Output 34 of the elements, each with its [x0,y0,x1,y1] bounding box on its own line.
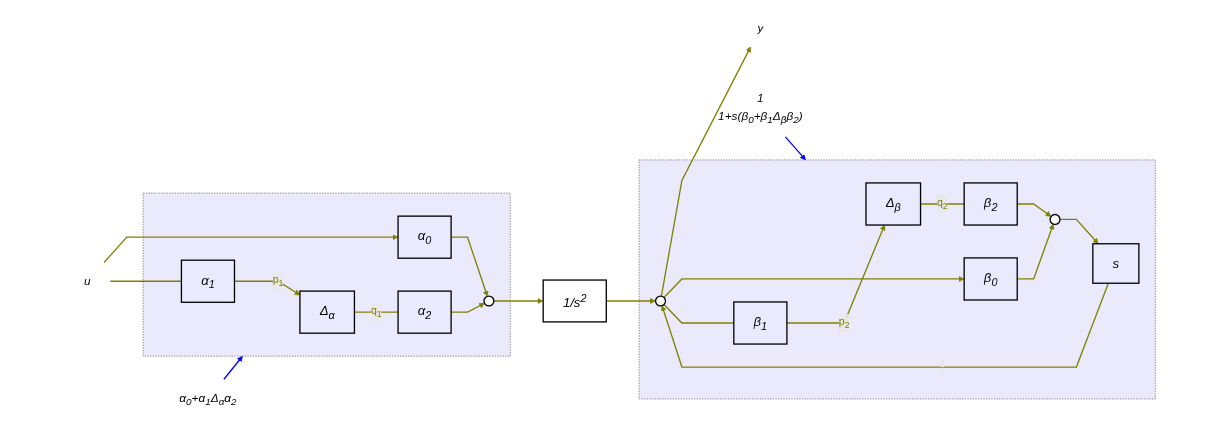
arrow [493,298,544,304]
node-box: α$_{0}$ [397,215,452,259]
arrow [103,234,399,264]
edge-label: p$_{2}$ [839,316,850,330]
node-box: α$_{2}$ [397,290,452,334]
arrow [660,46,752,297]
node-box: Δ$_{α}$ [299,290,356,334]
arrow [663,276,965,299]
arrow [661,282,1110,368]
node-box: s [1092,243,1140,284]
node-box: β$_{1}$ [733,301,788,345]
node-circle [655,295,667,307]
arrow [223,355,243,380]
node-box: Δ$_{β}$ [865,182,922,226]
cluster [143,192,511,357]
node-text: y [757,21,764,35]
cluster [639,159,1156,400]
connector [663,303,735,324]
arrow [234,280,301,296]
node-box: β$_{2}$ [963,182,1019,226]
node-text: α$_{0}$+α$_{1}$Δ$_{α}$α$_{2}$ [179,391,237,407]
arrow [785,136,807,161]
node-box: 1/s$^{2}$ [542,279,608,323]
node-text: u [84,274,91,288]
node-circle [1049,213,1061,226]
node-box: α$_{1}$ [180,259,236,303]
node-text: 1 1+s(β$_{0}$+β$_{1}$Δ$_{β}$β$_{2}$) [718,91,803,125]
arrow [1059,218,1099,245]
edge-label: q$_{2}$ [937,197,948,211]
edge-label: - [940,361,945,373]
edge-label: q$_{1}$ [371,305,382,320]
node-circle [483,295,495,307]
node-box: β$_{0}$ [963,257,1019,301]
edge-label: p$_{1}$ [272,274,284,289]
